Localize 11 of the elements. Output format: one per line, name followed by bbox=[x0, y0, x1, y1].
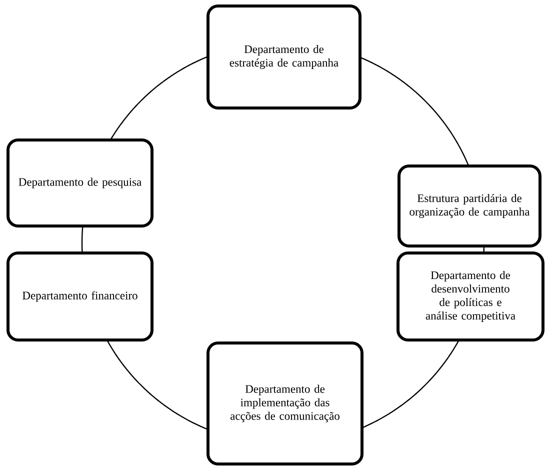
department-box: Departamento de desenvolvimento de políticas e análise competitiva bbox=[396, 252, 544, 342]
department-box: Departamento de implementação das acções de comunicação bbox=[206, 342, 364, 466]
department-box: Departamento de pesquisa bbox=[6, 138, 154, 228]
connector-arc bbox=[81, 225, 84, 254]
connector-arc bbox=[106, 339, 209, 430]
connector-arc bbox=[110, 56, 209, 141]
department-box: Departamento financeiro bbox=[6, 252, 154, 342]
connector-arc bbox=[362, 339, 460, 428]
connector-arc bbox=[359, 56, 470, 166]
department-box: Departamento de estratégia de campanha bbox=[206, 4, 362, 110]
department-box: Estrutura partidária de organização de campanha bbox=[398, 164, 542, 248]
